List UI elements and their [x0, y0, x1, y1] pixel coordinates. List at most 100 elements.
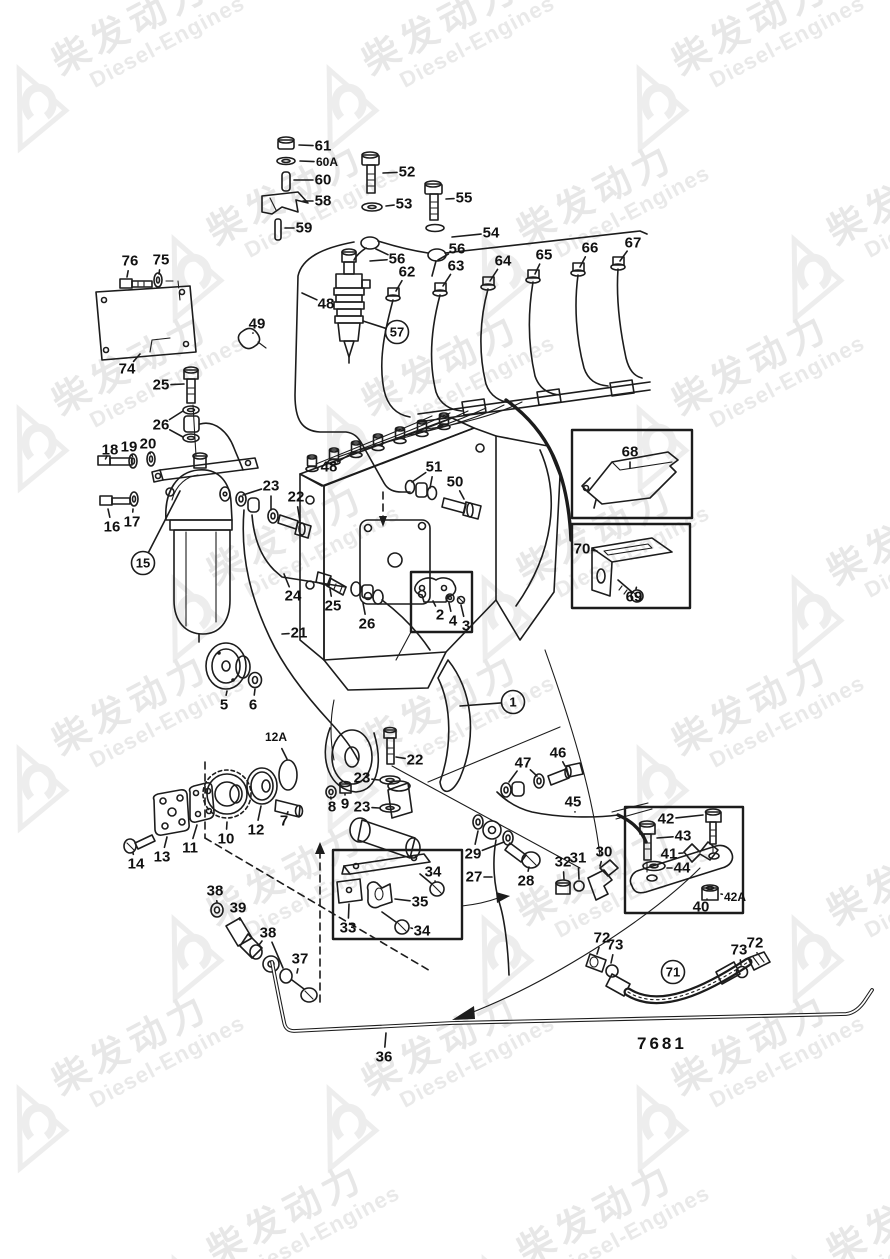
diagram-line [432, 884, 442, 894]
callout-leader [739, 959, 742, 966]
callout-leader [451, 233, 482, 238]
callout-leader [286, 811, 289, 815]
diagram-line [304, 990, 314, 1000]
diagram-line [424, 180, 442, 188]
diagram-line [300, 987, 318, 1003]
callout-leader [168, 428, 184, 438]
callout-leader [411, 471, 427, 483]
flexible-hose-71 [585, 951, 771, 1005]
diagram-line [325, 785, 337, 799]
diagram-line [279, 968, 293, 984]
leader-swooshes [504, 398, 648, 844]
callout-58: 58 [315, 193, 332, 210]
callout-leader [458, 490, 465, 500]
callout-leader [163, 836, 168, 849]
callout-leader [382, 171, 398, 174]
diagram-line [441, 497, 467, 514]
callout-25: 25 [325, 598, 342, 615]
callout-leader [371, 778, 380, 781]
callout-leader [384, 1032, 387, 1048]
diagram-line [372, 435, 384, 446]
diagram-line [367, 173, 375, 187]
diagram-line [331, 848, 464, 941]
callout-leader [158, 269, 161, 275]
diagram-line [333, 287, 365, 296]
diagram-line [111, 497, 131, 505]
diagram-line [102, 346, 110, 354]
feed-pump [349, 780, 421, 859]
diagram-line [475, 818, 481, 826]
callout-leader [242, 488, 263, 496]
diagram-line [431, 260, 437, 277]
callout-30: 30 [596, 844, 613, 861]
diagram-line [487, 825, 497, 835]
callout-leader [385, 204, 395, 207]
diagram-line [148, 455, 154, 463]
diagram-line [573, 880, 585, 892]
diagram-line [630, 589, 644, 603]
diagram-line [217, 651, 221, 655]
diagram-line [709, 821, 717, 845]
diagram-line [294, 804, 304, 818]
callout-73: 73 [731, 942, 748, 959]
callout-60: 60 [315, 172, 332, 189]
diagram-line [328, 449, 340, 460]
callout-leader [675, 814, 704, 819]
diagram-line [204, 837, 433, 973]
diagram-line [328, 447, 340, 453]
diagram-line [425, 223, 445, 233]
callout-27: 27 [466, 869, 483, 886]
diagram-line [434, 282, 447, 292]
diagram-line [185, 531, 217, 627]
diagram-line [339, 783, 352, 794]
callout-32: 32 [555, 854, 572, 871]
diagram-line [343, 853, 431, 875]
diagram-line [146, 451, 156, 467]
diagram-line [504, 842, 527, 863]
diagram-line [206, 773, 248, 815]
callout-leader [362, 602, 366, 615]
callout-leader [301, 292, 318, 301]
diagram-line [298, 522, 306, 536]
diagram-line [379, 775, 401, 785]
diagram-line [361, 202, 383, 212]
diagram-line [178, 288, 186, 296]
diagram-line [267, 508, 279, 524]
diagram-line [182, 405, 200, 415]
diagram-line [403, 404, 505, 437]
diagram-line [130, 457, 136, 465]
supply-line-36-group [210, 842, 874, 1033]
diagram-line [505, 834, 511, 842]
diagram-line [366, 881, 393, 909]
callout-leader [257, 805, 262, 822]
diagram-line [701, 884, 719, 892]
diagram-line [515, 449, 553, 607]
diagram-line [383, 726, 397, 734]
diagram-line [527, 269, 540, 279]
diagram-line [511, 781, 525, 797]
diagram-line [585, 953, 607, 973]
supply-pipe-48 [294, 241, 482, 527]
callout-circle [660, 959, 686, 985]
diagram-line [359, 519, 431, 605]
diagram-line [438, 414, 450, 425]
callout-38: 38 [207, 883, 224, 900]
diagram-line [495, 435, 561, 641]
callout-31: 31 [570, 850, 587, 867]
diagram-line [381, 599, 431, 651]
diagram-line [192, 404, 197, 457]
inset-box-foot-40-44 [623, 805, 745, 915]
diagram-line [326, 577, 347, 596]
diagram-line [387, 287, 400, 297]
callout-leader [258, 940, 263, 946]
diagram-line [202, 769, 252, 819]
diagram-line [294, 521, 312, 539]
diagram-line [341, 865, 351, 875]
diagram-line [153, 272, 163, 288]
callout-leader [369, 258, 388, 262]
